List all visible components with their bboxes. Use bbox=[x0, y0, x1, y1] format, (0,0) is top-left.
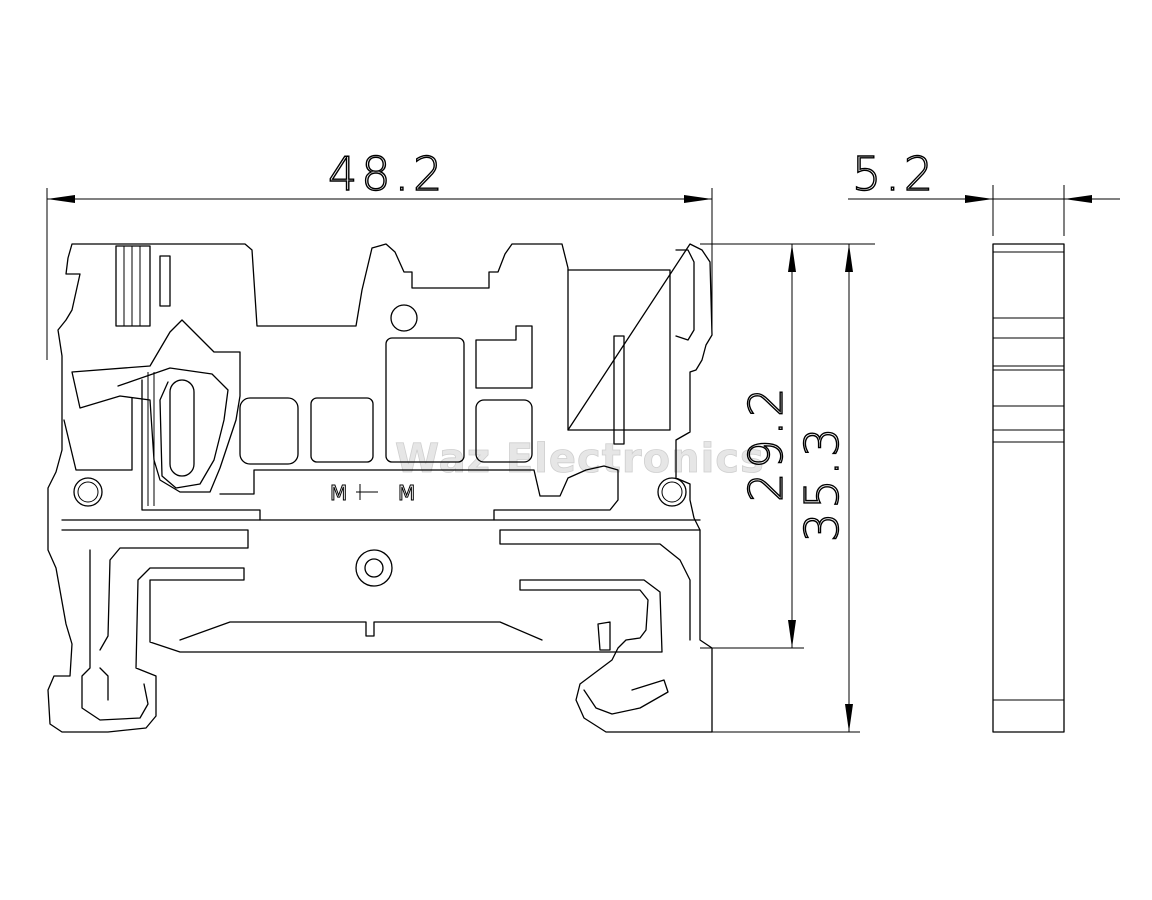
arrow-total-top-icon bbox=[845, 244, 853, 272]
arrow-total-bottom-icon bbox=[845, 704, 853, 732]
clamp-conductor-hole bbox=[169, 379, 195, 477]
window-2 bbox=[310, 397, 374, 463]
top-hole-icon bbox=[390, 304, 418, 332]
din-rail-slot bbox=[179, 621, 543, 641]
watermark-text: Waz Electronics bbox=[395, 436, 765, 482]
front-view: M M bbox=[47, 243, 713, 733]
window-5 bbox=[475, 399, 533, 463]
right-edge-notch bbox=[675, 249, 695, 341]
window-3 bbox=[385, 337, 465, 463]
right-chamber bbox=[567, 269, 671, 431]
window-4 bbox=[475, 325, 533, 389]
top-left-slot bbox=[115, 245, 151, 327]
front-view-outline bbox=[47, 243, 713, 733]
spring-clamp bbox=[117, 367, 229, 489]
clip-foot-right bbox=[583, 621, 669, 715]
top-left-narrow-slot bbox=[159, 255, 171, 307]
right-hole-icon bbox=[657, 477, 687, 507]
center-screw-icon bbox=[355, 549, 393, 587]
left-hole-icon bbox=[73, 477, 103, 507]
dimension-label-height-total: 35.3 bbox=[795, 424, 849, 542]
upper-chamber bbox=[141, 379, 619, 521]
dimension-label-height-inner: 29.2 bbox=[739, 384, 793, 502]
dimension-height-inner: 29.2 bbox=[700, 243, 875, 649]
lower-base bbox=[61, 519, 701, 651]
arrow-side-right-icon bbox=[1064, 195, 1092, 203]
marking-left: M bbox=[330, 481, 347, 505]
dimension-label-width-side: 5.2 bbox=[852, 147, 937, 201]
arrow-inner-top-icon bbox=[788, 244, 796, 272]
side-view bbox=[992, 243, 1065, 733]
left-cavity bbox=[63, 397, 133, 471]
dimension-width-main: 48.2 bbox=[46, 146, 713, 360]
dimension-height-total: 35.3 bbox=[665, 244, 860, 733]
arrow-side-left-icon bbox=[965, 195, 993, 203]
window-1 bbox=[239, 397, 299, 465]
actuator-lever bbox=[71, 319, 241, 493]
test-slot bbox=[613, 335, 625, 445]
arrow-left-icon bbox=[47, 195, 75, 203]
marking-right: M bbox=[398, 481, 415, 505]
arrow-inner-bottom-icon bbox=[788, 620, 796, 648]
dimension-label-width-main: 48.2 bbox=[328, 147, 446, 201]
side-view-outline bbox=[992, 243, 1065, 733]
dimension-width-side: 5.2 bbox=[848, 146, 1120, 236]
arrow-right-icon bbox=[684, 195, 712, 203]
clip-foot-left bbox=[81, 549, 149, 721]
